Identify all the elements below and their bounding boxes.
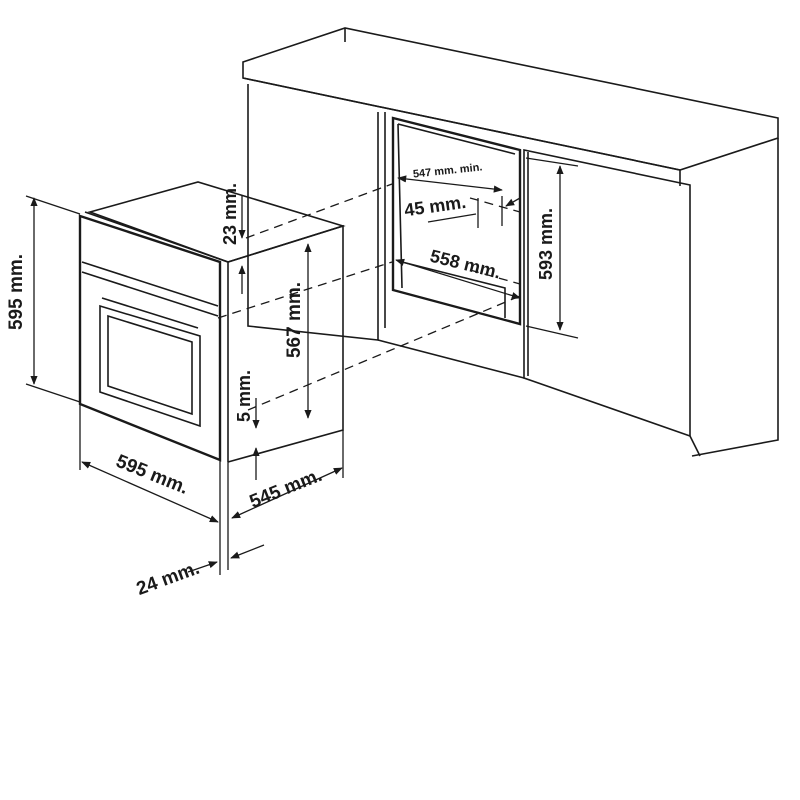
projection-lines (217, 183, 521, 411)
kitchen-cabinet (242, 27, 779, 457)
niche-side-offset-label: 45 mm. (403, 192, 467, 220)
niche-depth-label: 558 mm. (428, 246, 503, 283)
front-panel-depth-label: 24 mm. (134, 558, 203, 600)
niche-min-width-label: 547 mm. min. (412, 161, 483, 180)
oven-height-label: 595 mm. (6, 254, 27, 330)
niche-height-label: 593 mm. (536, 208, 556, 280)
top-gap-label: 23 mm. (220, 183, 240, 245)
body-height-label: 567 mm. (284, 282, 305, 358)
bottom-gap-label: 5 mm. (234, 370, 254, 422)
dimension-lines (25, 157, 579, 575)
oven-depth-label: 545 mm. (247, 465, 325, 513)
oven-width-label: 595 mm. (113, 451, 191, 499)
